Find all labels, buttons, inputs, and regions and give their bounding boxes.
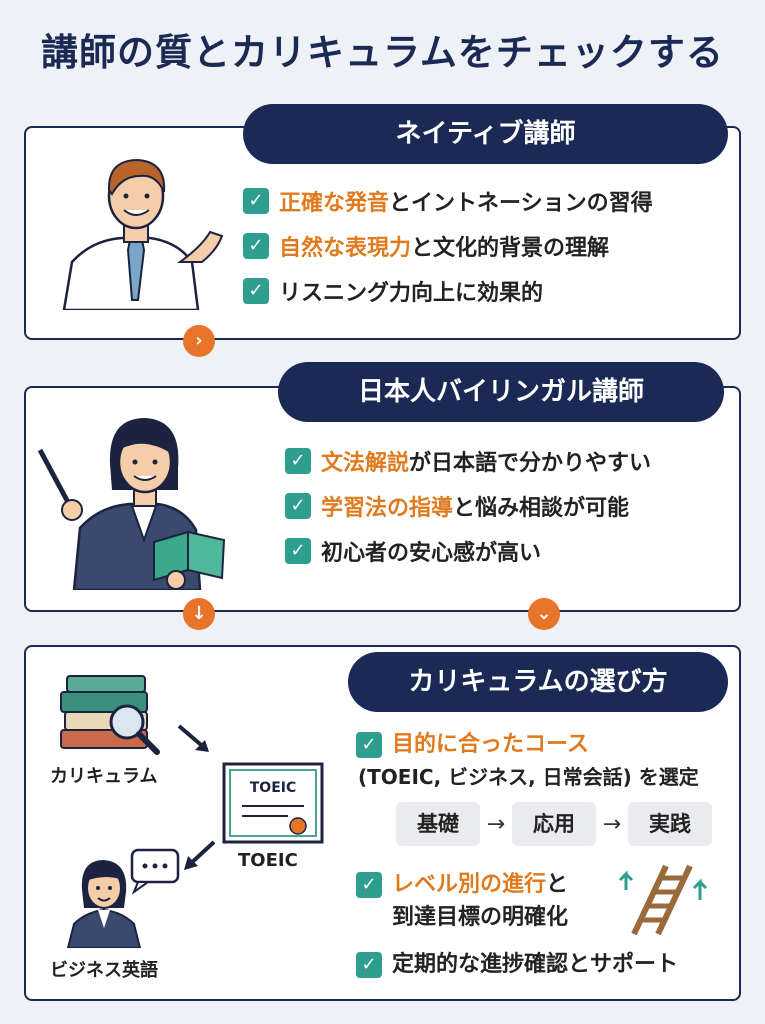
arrow-right-icon: → — [486, 811, 506, 837]
arrow-icon — [184, 840, 216, 870]
arrow-right-icon: → — [602, 811, 622, 837]
check-icon: ✓ — [285, 447, 311, 474]
list-item: ✓ 初心者の安心感が高い — [285, 528, 651, 573]
native-teacher-benefits: ✓ 正確な発音とイントネーションの習得 ✓ 自然な表現力と文化的背景の理解 ✓ リスニ… — [243, 178, 653, 313]
native-teacher-illustration — [62, 158, 224, 310]
step-basic: 基礎 — [396, 802, 480, 846]
item-text: (TOEIC, ビジネス, 日常会話) を選定 — [358, 765, 699, 789]
check-icon: ✓ — [356, 732, 382, 758]
certificate-title: TOEIC — [250, 780, 297, 796]
list-item: ✓ 目的に合ったコース (TOEIC, ビジネス, 日常会話) を選定 — [356, 728, 699, 794]
list-item: ✓ レベル別の進行と 到達目標の明確化 — [356, 868, 568, 934]
highlight-text: 目的に合ったコース — [392, 732, 589, 757]
highlight-text: 文法解説 — [321, 450, 410, 476]
check-icon: ✓ — [285, 537, 311, 564]
bilingual-teacher-heading: 日本人バイリンガル講師 — [278, 362, 724, 422]
arrow-down-icon: ↓ — [183, 598, 215, 630]
highlight-text: 正確な発音 — [279, 190, 390, 216]
ladder-icon — [618, 864, 708, 936]
list-item: ✓ 文法解説が日本語で分かりやすい — [285, 438, 651, 483]
item-text: が日本語で分かりやすい — [409, 450, 652, 476]
item-text: とイントネーションの習得 — [389, 190, 653, 216]
bilingual-teacher-benefits: ✓ 文法解説が日本語で分かりやすい ✓ 学習法の指導と悩み相談が可能 ✓ 初心者の安心… — [285, 438, 651, 573]
check-icon: ✓ — [356, 952, 382, 978]
curriculum-heading: カリキュラムの選び方 — [348, 652, 728, 712]
step-practice: 実践 — [628, 802, 712, 846]
bilingual-teacher-illustration — [38, 418, 226, 590]
item-text: 到達目標の明確化 — [392, 905, 569, 930]
item-text: と文化的背景の理解 — [411, 235, 610, 261]
business-english-label: ビジネス英語 — [50, 960, 158, 981]
check-icon: ✓ — [243, 187, 269, 214]
item-text: リスニング力向上に効果的 — [279, 280, 544, 306]
item-text: と悩み相談が可能 — [453, 495, 630, 521]
list-item: ✓ 定期的な進捗確認とサポート — [356, 948, 678, 981]
highlight-text: レベル別の進行 — [392, 872, 547, 897]
check-icon: ✓ — [243, 277, 269, 304]
curriculum-label: カリキュラム — [50, 766, 158, 787]
list-item: ✓ 学習法の指導と悩み相談が可能 — [285, 483, 651, 528]
native-teacher-heading: ネイティブ講師 — [243, 104, 728, 164]
list-item: ✓ 正確な発音とイントネーションの習得 — [243, 178, 653, 223]
check-icon: ✓ — [285, 492, 311, 519]
certificate-icon: TOEIC — [222, 762, 324, 844]
check-icon: ✓ — [356, 872, 382, 898]
highlight-text: 学習法の指導 — [321, 495, 454, 521]
level-steps: 基礎 → 応用 → 実践 — [396, 802, 712, 846]
item-text: 定期的な進捗確認とサポート — [392, 952, 679, 977]
businesswoman-illustration — [66, 848, 180, 948]
toeic-label: TOEIC — [238, 850, 298, 871]
highlight-text: 自然な表現力 — [279, 235, 412, 261]
arrow-icon — [177, 724, 209, 752]
list-item: ✓ リスニング力向上に効果的 — [243, 268, 653, 313]
chevron-right-icon: › — [183, 325, 215, 357]
step-applied: 応用 — [512, 802, 596, 846]
item-text: と — [546, 872, 569, 897]
chevron-down-icon: ⌄ — [528, 598, 560, 630]
check-icon: ✓ — [243, 232, 269, 259]
item-text: 初心者の安心感が高い — [321, 540, 542, 566]
books-magnifier-icon — [60, 675, 160, 755]
page-title: 講師の質とカリキュラムをチェックする — [41, 31, 724, 74]
list-item: ✓ 自然な表現力と文化的背景の理解 — [243, 223, 653, 268]
